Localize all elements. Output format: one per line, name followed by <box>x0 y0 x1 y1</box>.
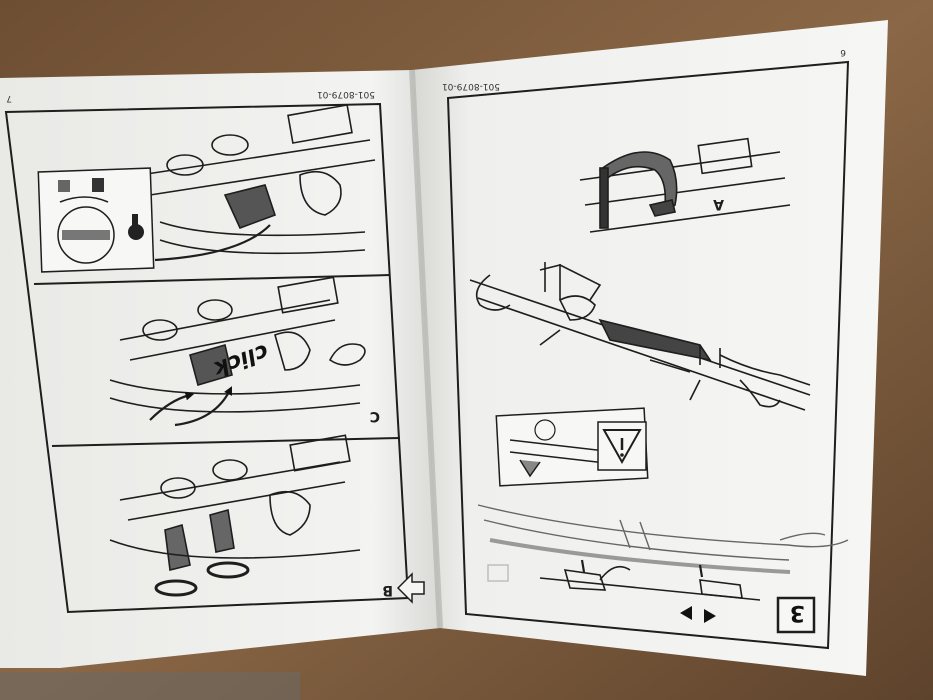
panel-b-letter: B <box>382 582 393 598</box>
book-spine <box>409 69 443 629</box>
panel-d-illustration <box>139 104 376 262</box>
adjust-arrows-icon <box>680 606 716 623</box>
bike-carrier-illustration <box>469 262 811 411</box>
panel-c-illustration <box>109 276 366 427</box>
step-number-box <box>776 596 816 634</box>
hitch-detail-illustration <box>539 559 761 601</box>
step-number: 3 <box>790 600 805 625</box>
warning-triangle-icon <box>597 421 647 471</box>
lock-detail-box <box>37 167 155 273</box>
panel-c-letter: C <box>370 408 380 424</box>
navigation-arrow-icon <box>396 572 425 604</box>
detail-a-illustration <box>579 137 791 233</box>
left-doc-code: 501-8079-01 <box>317 89 375 99</box>
car-rear-illustration <box>477 504 849 582</box>
right-page-frame <box>446 60 850 650</box>
left-page-number: 7 <box>6 93 12 103</box>
panel-b-illustration <box>109 434 361 597</box>
right-doc-code: 501-8079-01 <box>442 81 500 91</box>
table-floor-strip <box>0 672 300 700</box>
detail-a-letter: A <box>713 196 724 212</box>
right-page-number: 6 <box>840 47 846 57</box>
